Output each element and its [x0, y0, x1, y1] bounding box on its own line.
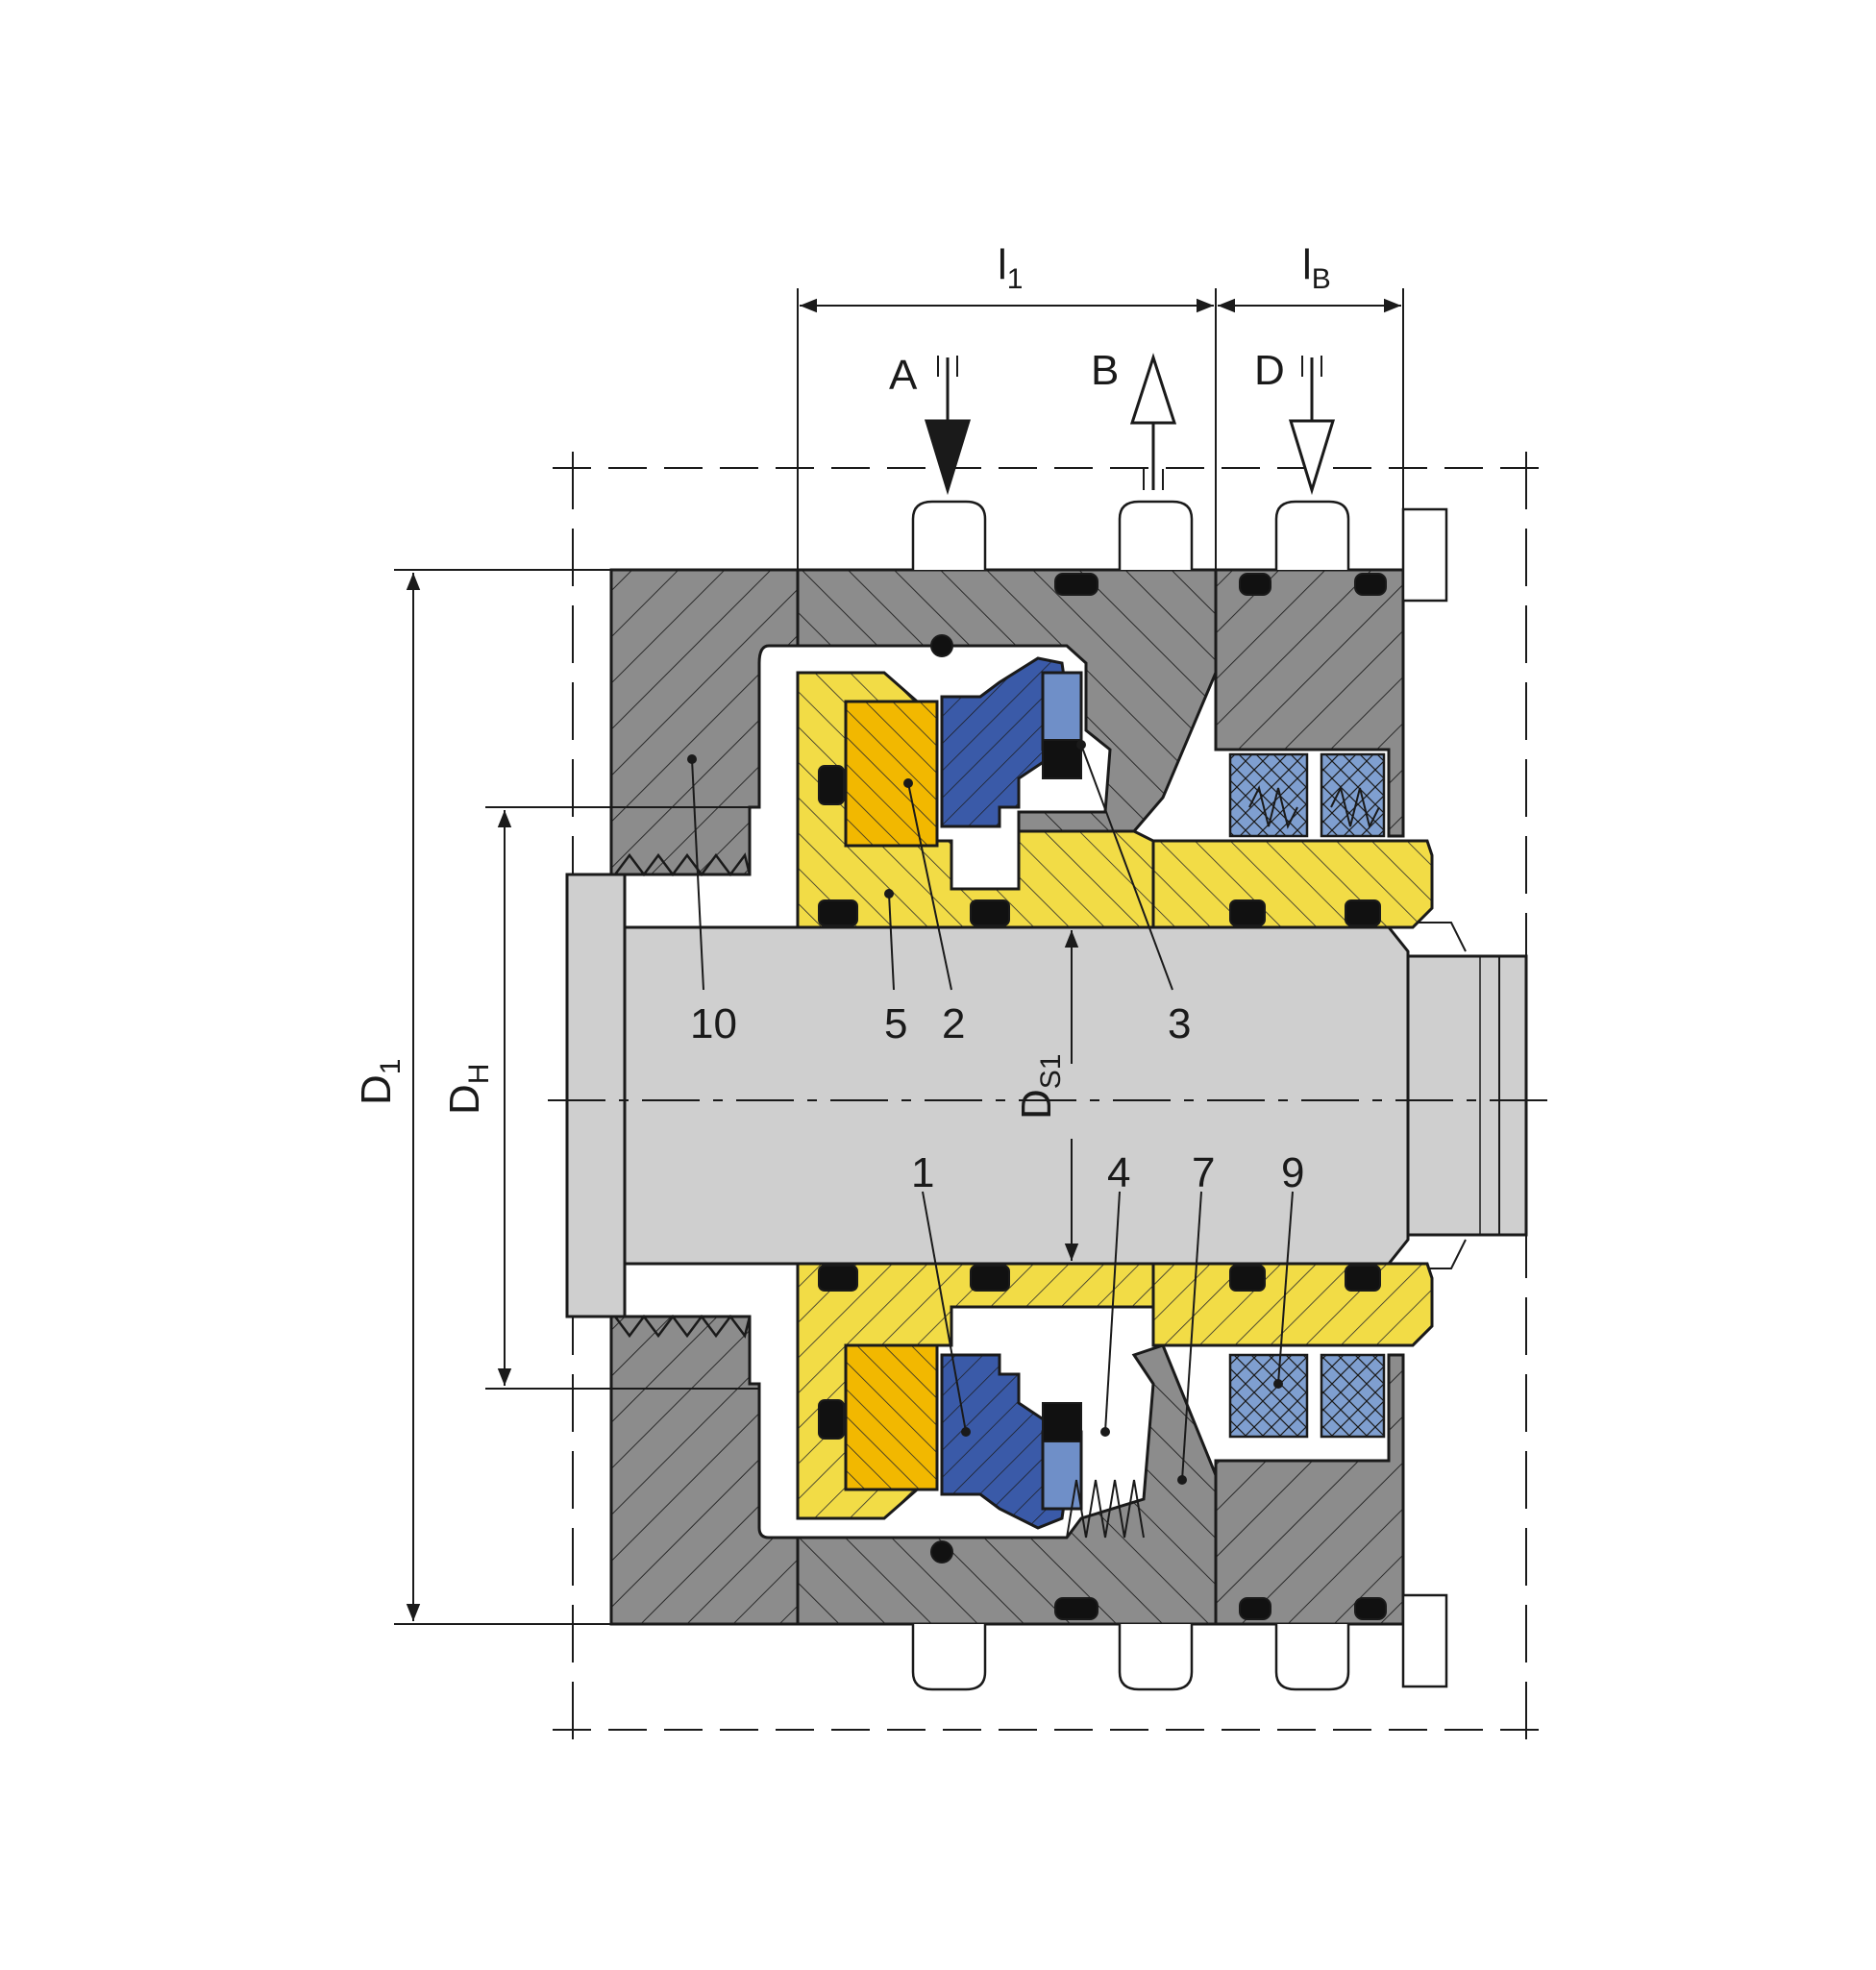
dimension-l1-label: l1 — [998, 241, 1023, 295]
part-9-label: 9 — [1281, 1149, 1304, 1196]
part-4-label: 4 — [1107, 1149, 1130, 1196]
part-7-label: 7 — [1192, 1149, 1215, 1196]
dimension-DS1-label: DS1 — [1013, 1054, 1067, 1120]
part-3-label: 3 — [1168, 1000, 1191, 1047]
shaft — [565, 852, 1528, 1339]
port-B-label: B — [1091, 347, 1119, 394]
o-rings — [818, 573, 1387, 1620]
part-5-label: 5 — [884, 1000, 907, 1047]
port-pads — [911, 500, 1448, 1691]
port-arrows — [924, 353, 1336, 496]
dimension-lB-label: lB — [1302, 241, 1331, 295]
housing — [609, 568, 1405, 1626]
dimension-lines — [394, 288, 1404, 1625]
dimension-D1-label: D1 — [353, 1059, 407, 1105]
leader-dots — [687, 740, 1283, 1485]
part-2-label: 2 — [942, 1000, 965, 1047]
part-1-label: 1 — [911, 1149, 934, 1196]
barrier-bushings — [1066, 752, 1386, 1539]
leader-lines — [691, 744, 1294, 1481]
port-A-label: A — [889, 352, 918, 399]
part-10-label: 10 — [690, 1000, 737, 1047]
port-D-label: D — [1254, 347, 1285, 394]
dimension-DH-label: DH — [441, 1064, 495, 1115]
stationary-seats — [844, 700, 939, 1491]
